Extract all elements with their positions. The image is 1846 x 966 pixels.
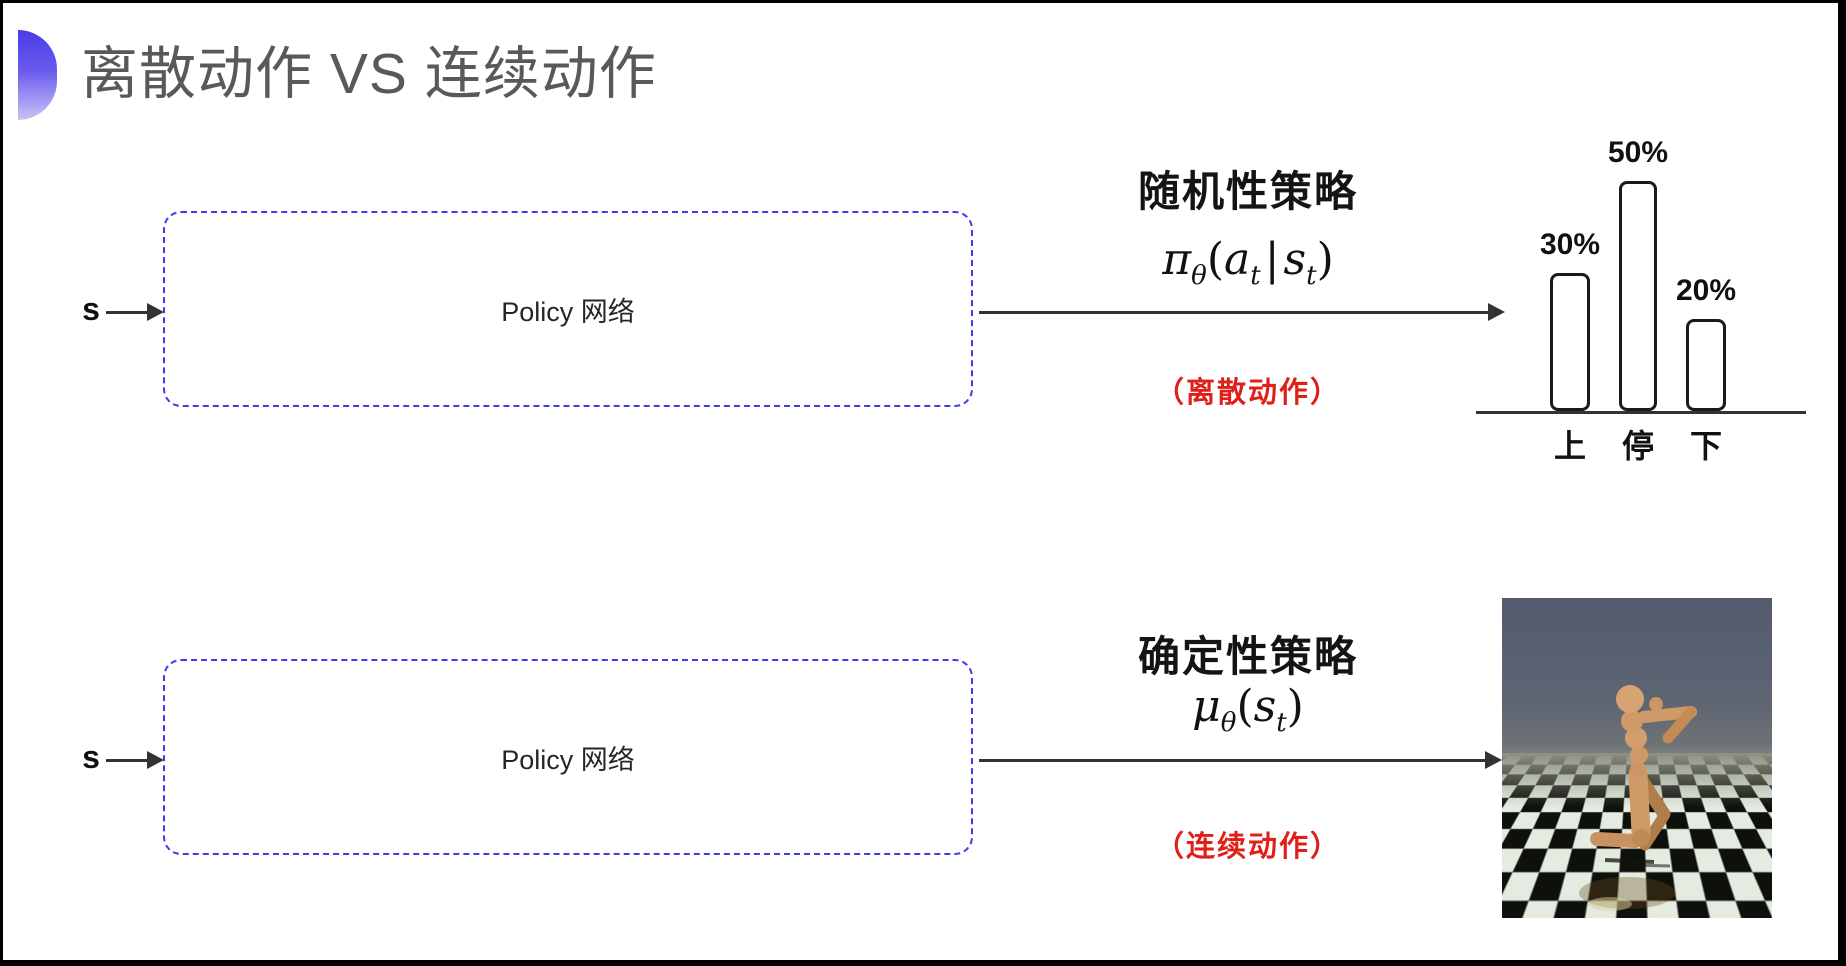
chart-baseline xyxy=(1476,411,1806,414)
chart-category-label: 上 xyxy=(1553,428,1586,464)
action-probability-chart: 30% 上 50% 停 20% 下 xyxy=(1473,103,1821,464)
policy-type-heading: 随机性策略 xyxy=(1137,168,1358,215)
policy-network-label: Policy 网络 xyxy=(501,296,635,327)
chart-category-label: 停 xyxy=(1621,428,1654,464)
chart-category-label: 下 xyxy=(1689,428,1722,464)
chart-bar xyxy=(1619,181,1657,411)
chart-value-label: 30% xyxy=(1539,228,1601,261)
policy-network-box: Policy 网络 xyxy=(163,659,973,855)
humanoid-robot-figure xyxy=(1579,685,1697,911)
slide: 离散动作 VS 连续动作 s Policy 网络 随机性策略 πθ(at|st)… xyxy=(3,3,1838,960)
stochastic-policy-formula: πθ(at|st) xyxy=(1162,234,1334,291)
output-arrow xyxy=(979,751,1502,769)
chart-bar xyxy=(1550,273,1590,411)
input-arrow xyxy=(106,303,164,321)
deterministic-policy-formula: μθ(st) xyxy=(1192,681,1304,738)
chart-value-label: 50% xyxy=(1607,136,1669,169)
state-input-label: s xyxy=(82,739,100,775)
continuous-action-note: （连续动作） xyxy=(1154,831,1341,863)
page-title: 离散动作 VS 连续动作 xyxy=(81,42,657,106)
chart-bar xyxy=(1686,319,1726,411)
chart-value-label: 20% xyxy=(1675,274,1737,307)
output-arrow xyxy=(979,303,1505,321)
policy-type-heading: 确定性策略 xyxy=(1137,633,1358,680)
humanoid-simulation-image xyxy=(1502,598,1772,918)
title-bullet-icon xyxy=(18,30,57,120)
policy-network-label: Policy 网络 xyxy=(501,744,635,775)
discrete-action-note: （离散动作） xyxy=(1154,377,1341,409)
state-input-label: s xyxy=(82,291,100,327)
input-arrow xyxy=(106,751,164,769)
policy-network-box: Policy 网络 xyxy=(163,211,973,407)
